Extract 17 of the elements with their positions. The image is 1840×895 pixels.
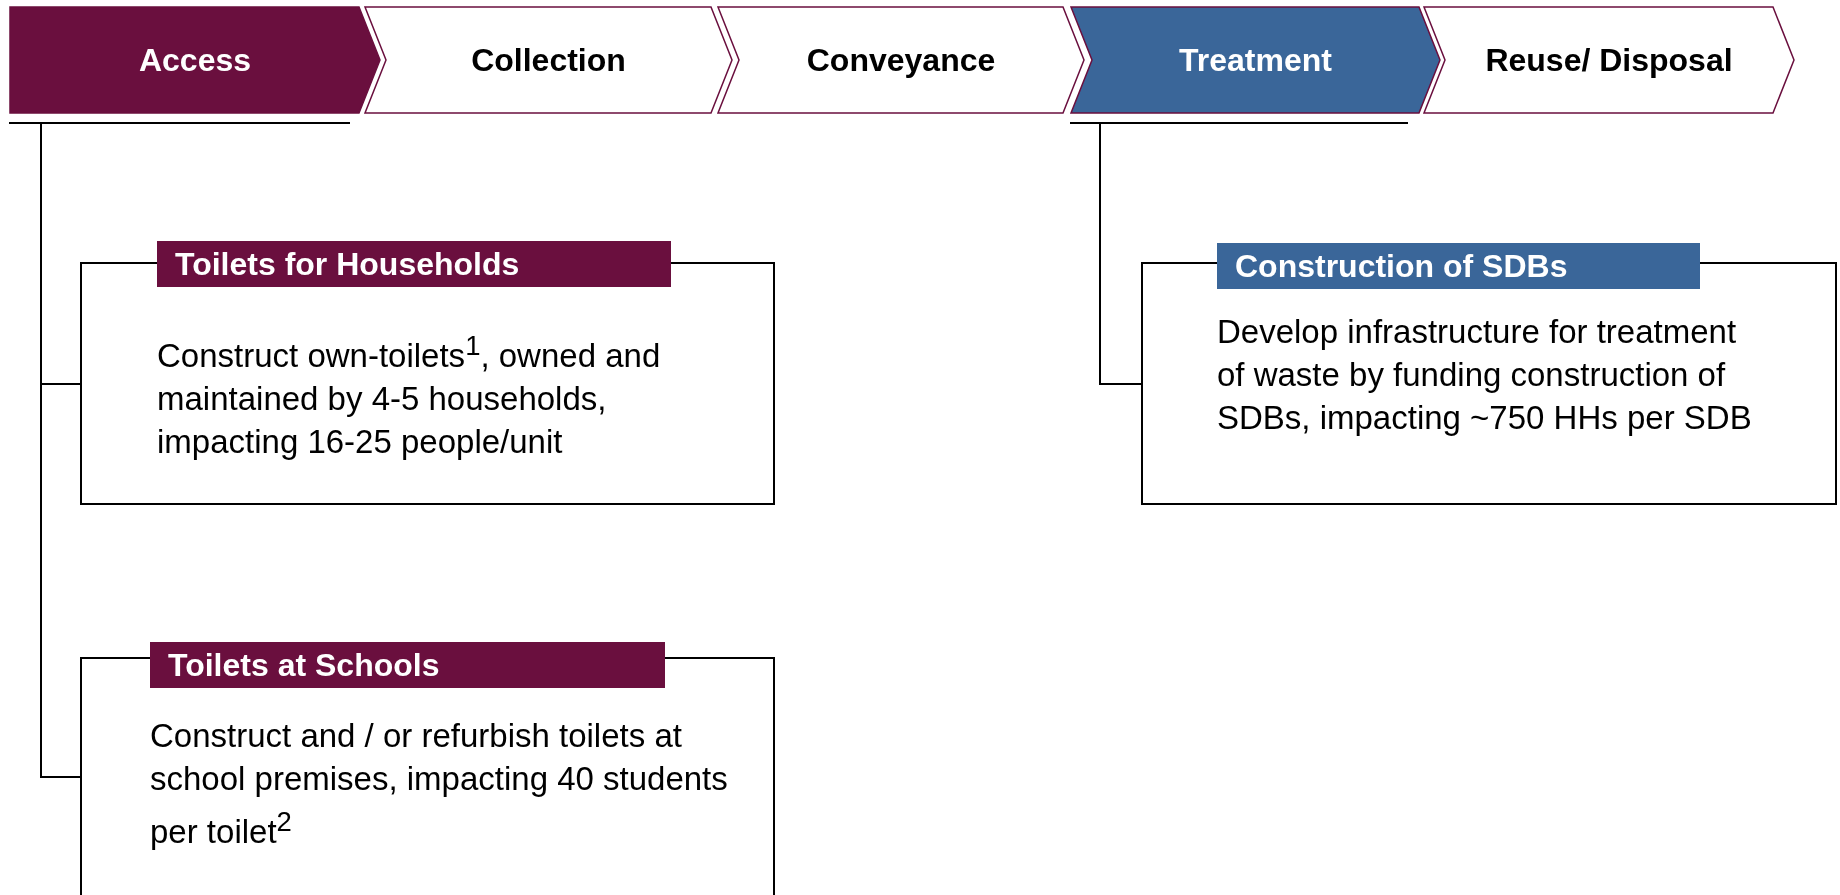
card-description: Construct and / or refurbish toilets at school premises, impacting 40 students per toilet$^{2}$ xyxy=(150,716,729,852)
card-heading: Construction of SDBs xyxy=(1217,243,1700,289)
stage-banner xyxy=(717,6,1085,114)
card-heading: Toilets for Households xyxy=(157,241,671,287)
stage-label: Reuse/ Disposal xyxy=(1485,41,1733,79)
stage-label: Collection xyxy=(471,41,626,79)
stage-label: Access xyxy=(138,41,252,79)
stage-label: Treatment xyxy=(1179,41,1332,79)
connector-line xyxy=(1099,122,1142,385)
card-description: Develop infrastructure for treatment of waste by funding construction of SDBs, impacting ~750 HHs per SDB xyxy=(1217,312,1753,438)
stage-banner xyxy=(9,6,381,114)
card-description: Construct own-toilets$^{1}$, owned and maintained by 4-5 households, impacting 16-25 people/unit xyxy=(157,329,662,462)
stage-banner xyxy=(364,6,733,114)
stage-banner xyxy=(1070,6,1441,114)
card-heading: Toilets at Schools xyxy=(150,642,665,688)
stage-label: Conveyance xyxy=(806,41,996,79)
stage-banner xyxy=(1423,6,1795,114)
